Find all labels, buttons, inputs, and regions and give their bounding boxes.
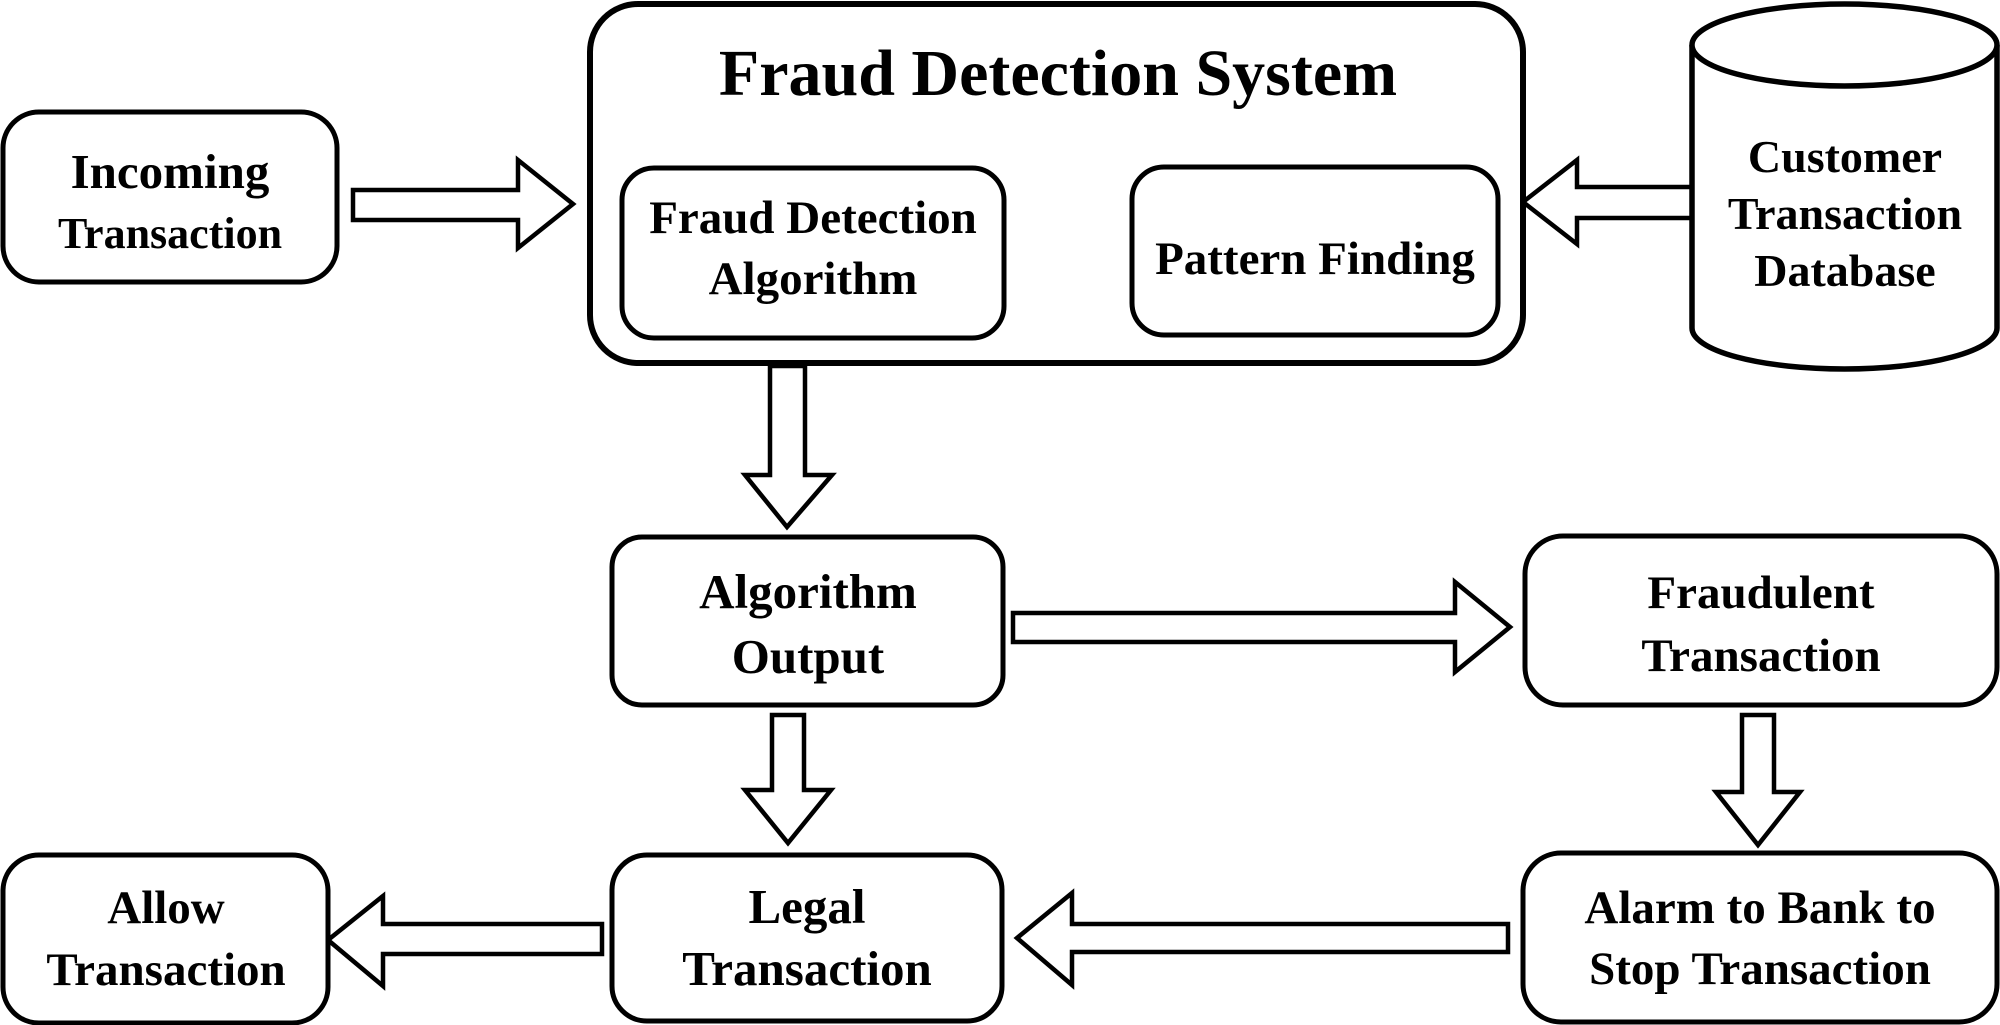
algorithm-output-box — [609, 534, 1006, 708]
node-fraudulent-transaction: Fraudulent Transaction — [1522, 533, 2000, 708]
node-legal-transaction: Legal Transaction — [609, 852, 1005, 1024]
fraudulent-transaction-label-line1: Fraudulent — [1647, 567, 1875, 619]
fraud-detection-system-title: Fraud Detection System — [719, 37, 1397, 110]
pattern-finding-label: Pattern Finding — [1155, 233, 1475, 285]
database-cylinder-top — [1689, 1, 2000, 89]
alarm-to-bank-box — [1520, 850, 2000, 1025]
database-label-line1: Customer — [1748, 131, 1942, 182]
node-fraud-detection-system: Fraud Detection System Fraud Detection A… — [587, 1, 1526, 366]
arrow-fraudulent-to-alarm — [1711, 712, 1805, 849]
fraud-detection-algorithm-label-line2: Algorithm — [709, 253, 918, 305]
database-label-line2: Transaction — [1728, 188, 1962, 239]
arrow-legal-to-allow — [324, 891, 605, 991]
arrow-incoming-to-fds — [350, 155, 577, 253]
node-fraud-detection-algorithm: Fraud Detection Algorithm — [619, 165, 1007, 341]
incoming-transaction-label-line1: Incoming — [71, 144, 270, 199]
legal-transaction-label-line1: Legal — [748, 879, 865, 934]
alarm-to-bank-label-line1: Alarm to Bank to — [1584, 882, 1935, 934]
legal-transaction-label-line2: Transaction — [682, 941, 932, 996]
arrow-alarm-to-legal — [1013, 888, 1511, 990]
pattern-finding-box — [1129, 164, 1501, 338]
database-cylinder-body — [1689, 45, 2000, 372]
node-incoming-transaction: Incoming Transaction — [0, 109, 340, 285]
fraud-detection-algorithm-box — [619, 165, 1007, 341]
legal-transaction-box — [609, 852, 1005, 1024]
node-customer-transaction-database: Customer Transaction Database — [1689, 1, 2000, 372]
algorithm-output-label-line2: Output — [732, 629, 885, 684]
incoming-transaction-box — [0, 109, 340, 285]
arrow-fds-to-algorithm-output — [740, 363, 837, 531]
fraudulent-transaction-box — [1522, 533, 2000, 708]
allow-transaction-label-line1: Allow — [107, 882, 225, 934]
node-alarm-to-bank: Alarm to Bank to Stop Transaction — [1520, 850, 2000, 1025]
allow-transaction-label-line2: Transaction — [46, 944, 285, 996]
database-label-line3: Database — [1754, 245, 1935, 296]
fraudulent-transaction-label-line2: Transaction — [1641, 630, 1880, 682]
arrow-algorithm-output-to-fraudulent — [1010, 577, 1514, 677]
allow-transaction-box — [0, 852, 331, 1025]
algorithm-output-label-line1: Algorithm — [699, 564, 917, 619]
node-allow-transaction: Allow Transaction — [0, 852, 331, 1025]
fraud-detection-algorithm-label-line1: Fraud Detection — [649, 192, 977, 244]
node-algorithm-output: Algorithm Output — [609, 534, 1006, 708]
arrow-database-to-fds — [1519, 155, 1695, 249]
arrow-algorithm-output-to-legal — [740, 712, 836, 847]
node-pattern-finding: Pattern Finding — [1129, 164, 1501, 338]
alarm-to-bank-label-line2: Stop Transaction — [1589, 943, 1931, 995]
incoming-transaction-label-line2: Transaction — [58, 209, 282, 258]
